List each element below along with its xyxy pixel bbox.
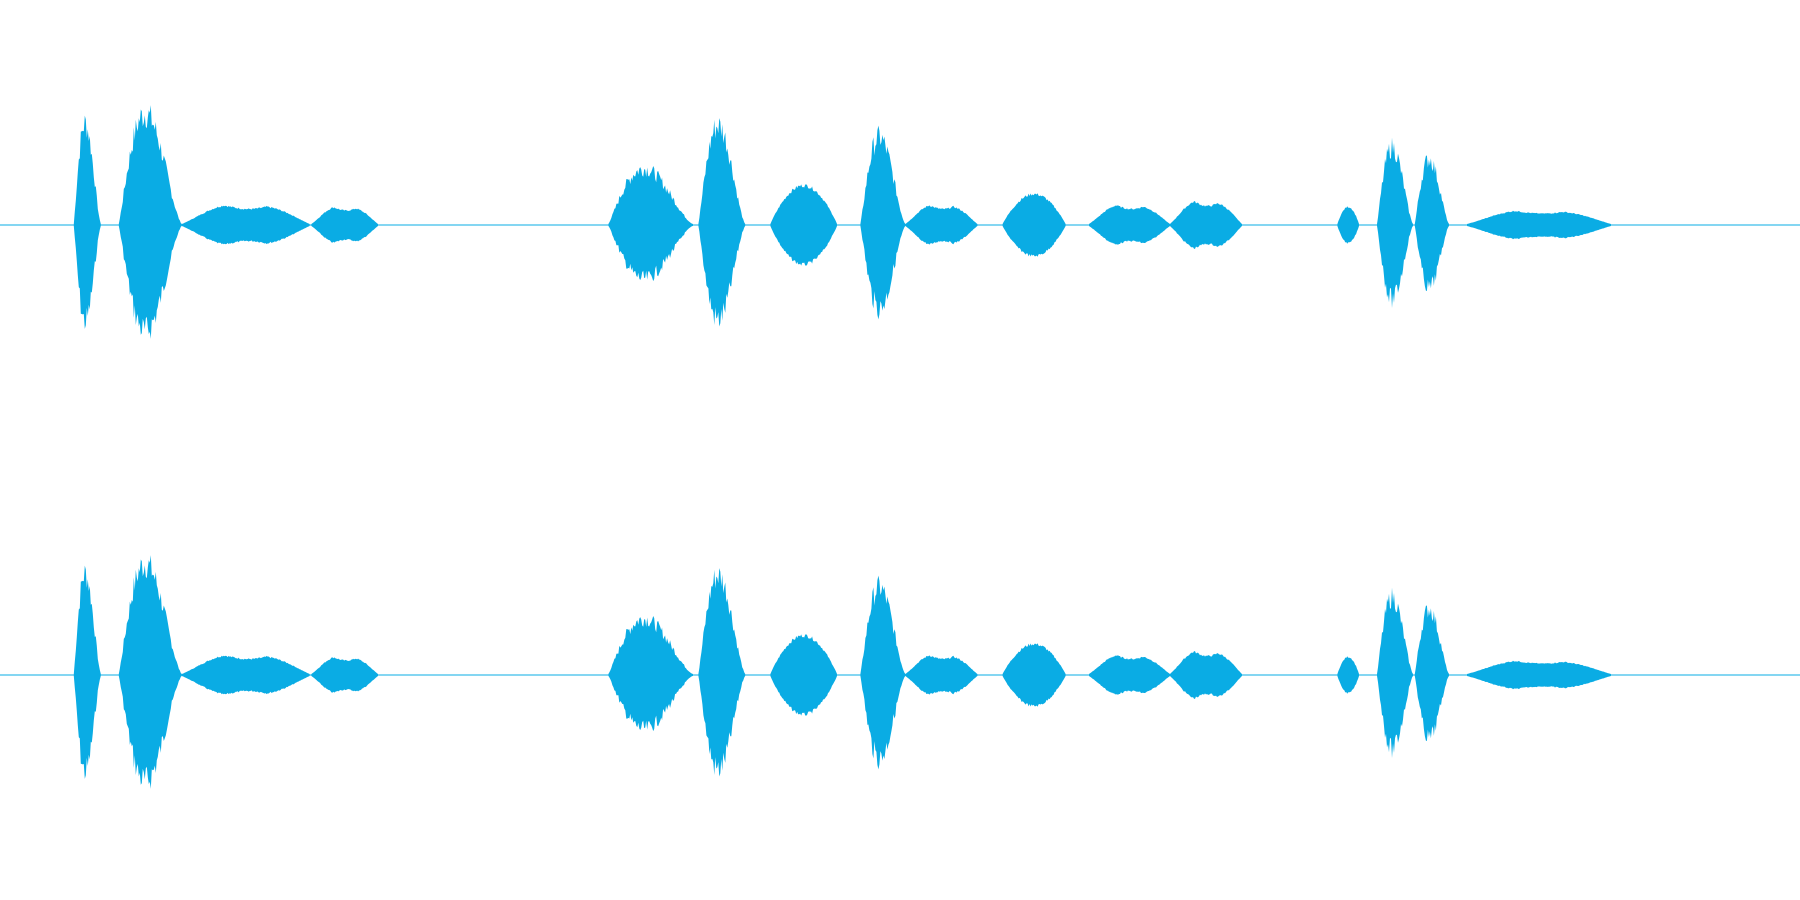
waveform-segment-2 <box>118 105 182 339</box>
waveform-segment-15 <box>1414 155 1449 291</box>
waveform-segment-5 <box>608 166 693 282</box>
waveform-segment-14 <box>1377 587 1413 758</box>
waveform-segment-16 <box>1467 660 1611 690</box>
channel-2-waveform <box>73 555 1611 789</box>
waveform-segment-6 <box>698 118 746 327</box>
waveform-segment-12 <box>1170 651 1242 699</box>
waveform-segment-13 <box>1337 656 1359 694</box>
waveform-segment-11 <box>1089 205 1170 245</box>
waveform-segment-13 <box>1337 206 1359 244</box>
waveform-segment-10 <box>1002 643 1066 707</box>
waveform-segment-7 <box>770 184 837 266</box>
waveform-channel-2-svg <box>0 555 1800 789</box>
waveform-segment-8 <box>860 125 906 320</box>
waveform-segment-3 <box>181 205 310 245</box>
waveform-segment-4 <box>311 657 378 693</box>
waveform-segment-2 <box>118 555 182 789</box>
waveform-segment-1 <box>73 565 101 779</box>
waveform-segment-16 <box>1467 210 1611 240</box>
waveform-channel-1-svg <box>0 105 1800 339</box>
waveform-segment-3 <box>181 655 310 695</box>
waveform-segment-11 <box>1089 655 1170 695</box>
waveform-segment-1 <box>73 115 101 329</box>
waveform-segment-7 <box>770 634 837 716</box>
waveform-segment-15 <box>1414 605 1449 741</box>
waveform-segment-12 <box>1170 201 1242 249</box>
waveform-segment-9 <box>905 655 978 695</box>
waveform-segment-6 <box>698 568 746 777</box>
waveform-segment-14 <box>1377 137 1413 308</box>
waveform-segment-8 <box>860 575 906 770</box>
waveform-segment-9 <box>905 205 978 245</box>
waveform-segment-5 <box>608 616 693 732</box>
channel-1-waveform <box>73 105 1611 339</box>
waveform-segment-10 <box>1002 193 1066 257</box>
waveform-channel-2 <box>0 450 1800 900</box>
waveform-channel-1 <box>0 105 1800 339</box>
waveform-segment-4 <box>311 207 378 243</box>
